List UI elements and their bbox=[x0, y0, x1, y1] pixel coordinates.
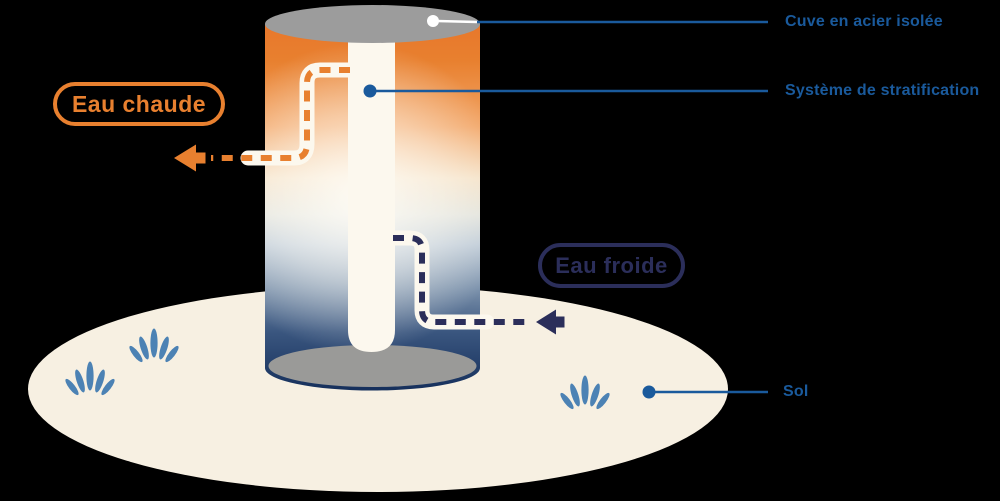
callout-line-systeme bbox=[363, 84, 768, 98]
cold-flow-arrow-icon bbox=[536, 309, 565, 335]
grass-tuft-icon bbox=[129, 328, 179, 363]
callout-dot-cuve bbox=[427, 15, 439, 27]
hot-water-badge-label: Eau chaude bbox=[71, 90, 207, 117]
grass-tuft-icon bbox=[560, 375, 610, 410]
tank-top-cap bbox=[265, 5, 480, 43]
hot-flow-arrow-icon bbox=[174, 144, 206, 172]
stratification-column bbox=[348, 28, 395, 352]
grass-tuft-icon bbox=[65, 361, 115, 396]
cold-water-pipe bbox=[385, 230, 528, 330]
callout-label-cuve: Cuve en acier isolée bbox=[785, 13, 943, 30]
callout-label-sol: Sol bbox=[783, 383, 809, 400]
callout-dot-systeme bbox=[363, 84, 377, 98]
callout-line-sol bbox=[642, 385, 768, 399]
hot-water-pipe bbox=[211, 62, 356, 166]
cold-water-badge: Eau froide bbox=[538, 243, 685, 288]
tank-floor bbox=[268, 345, 477, 387]
hot-water-badge: Eau chaude bbox=[53, 82, 225, 126]
cold-water-badge-label: Eau froide bbox=[555, 252, 668, 278]
callout-label-systeme: Système de stratification bbox=[785, 82, 980, 99]
callout-line-cuve bbox=[427, 15, 768, 27]
callout-dot-sol bbox=[642, 385, 656, 399]
